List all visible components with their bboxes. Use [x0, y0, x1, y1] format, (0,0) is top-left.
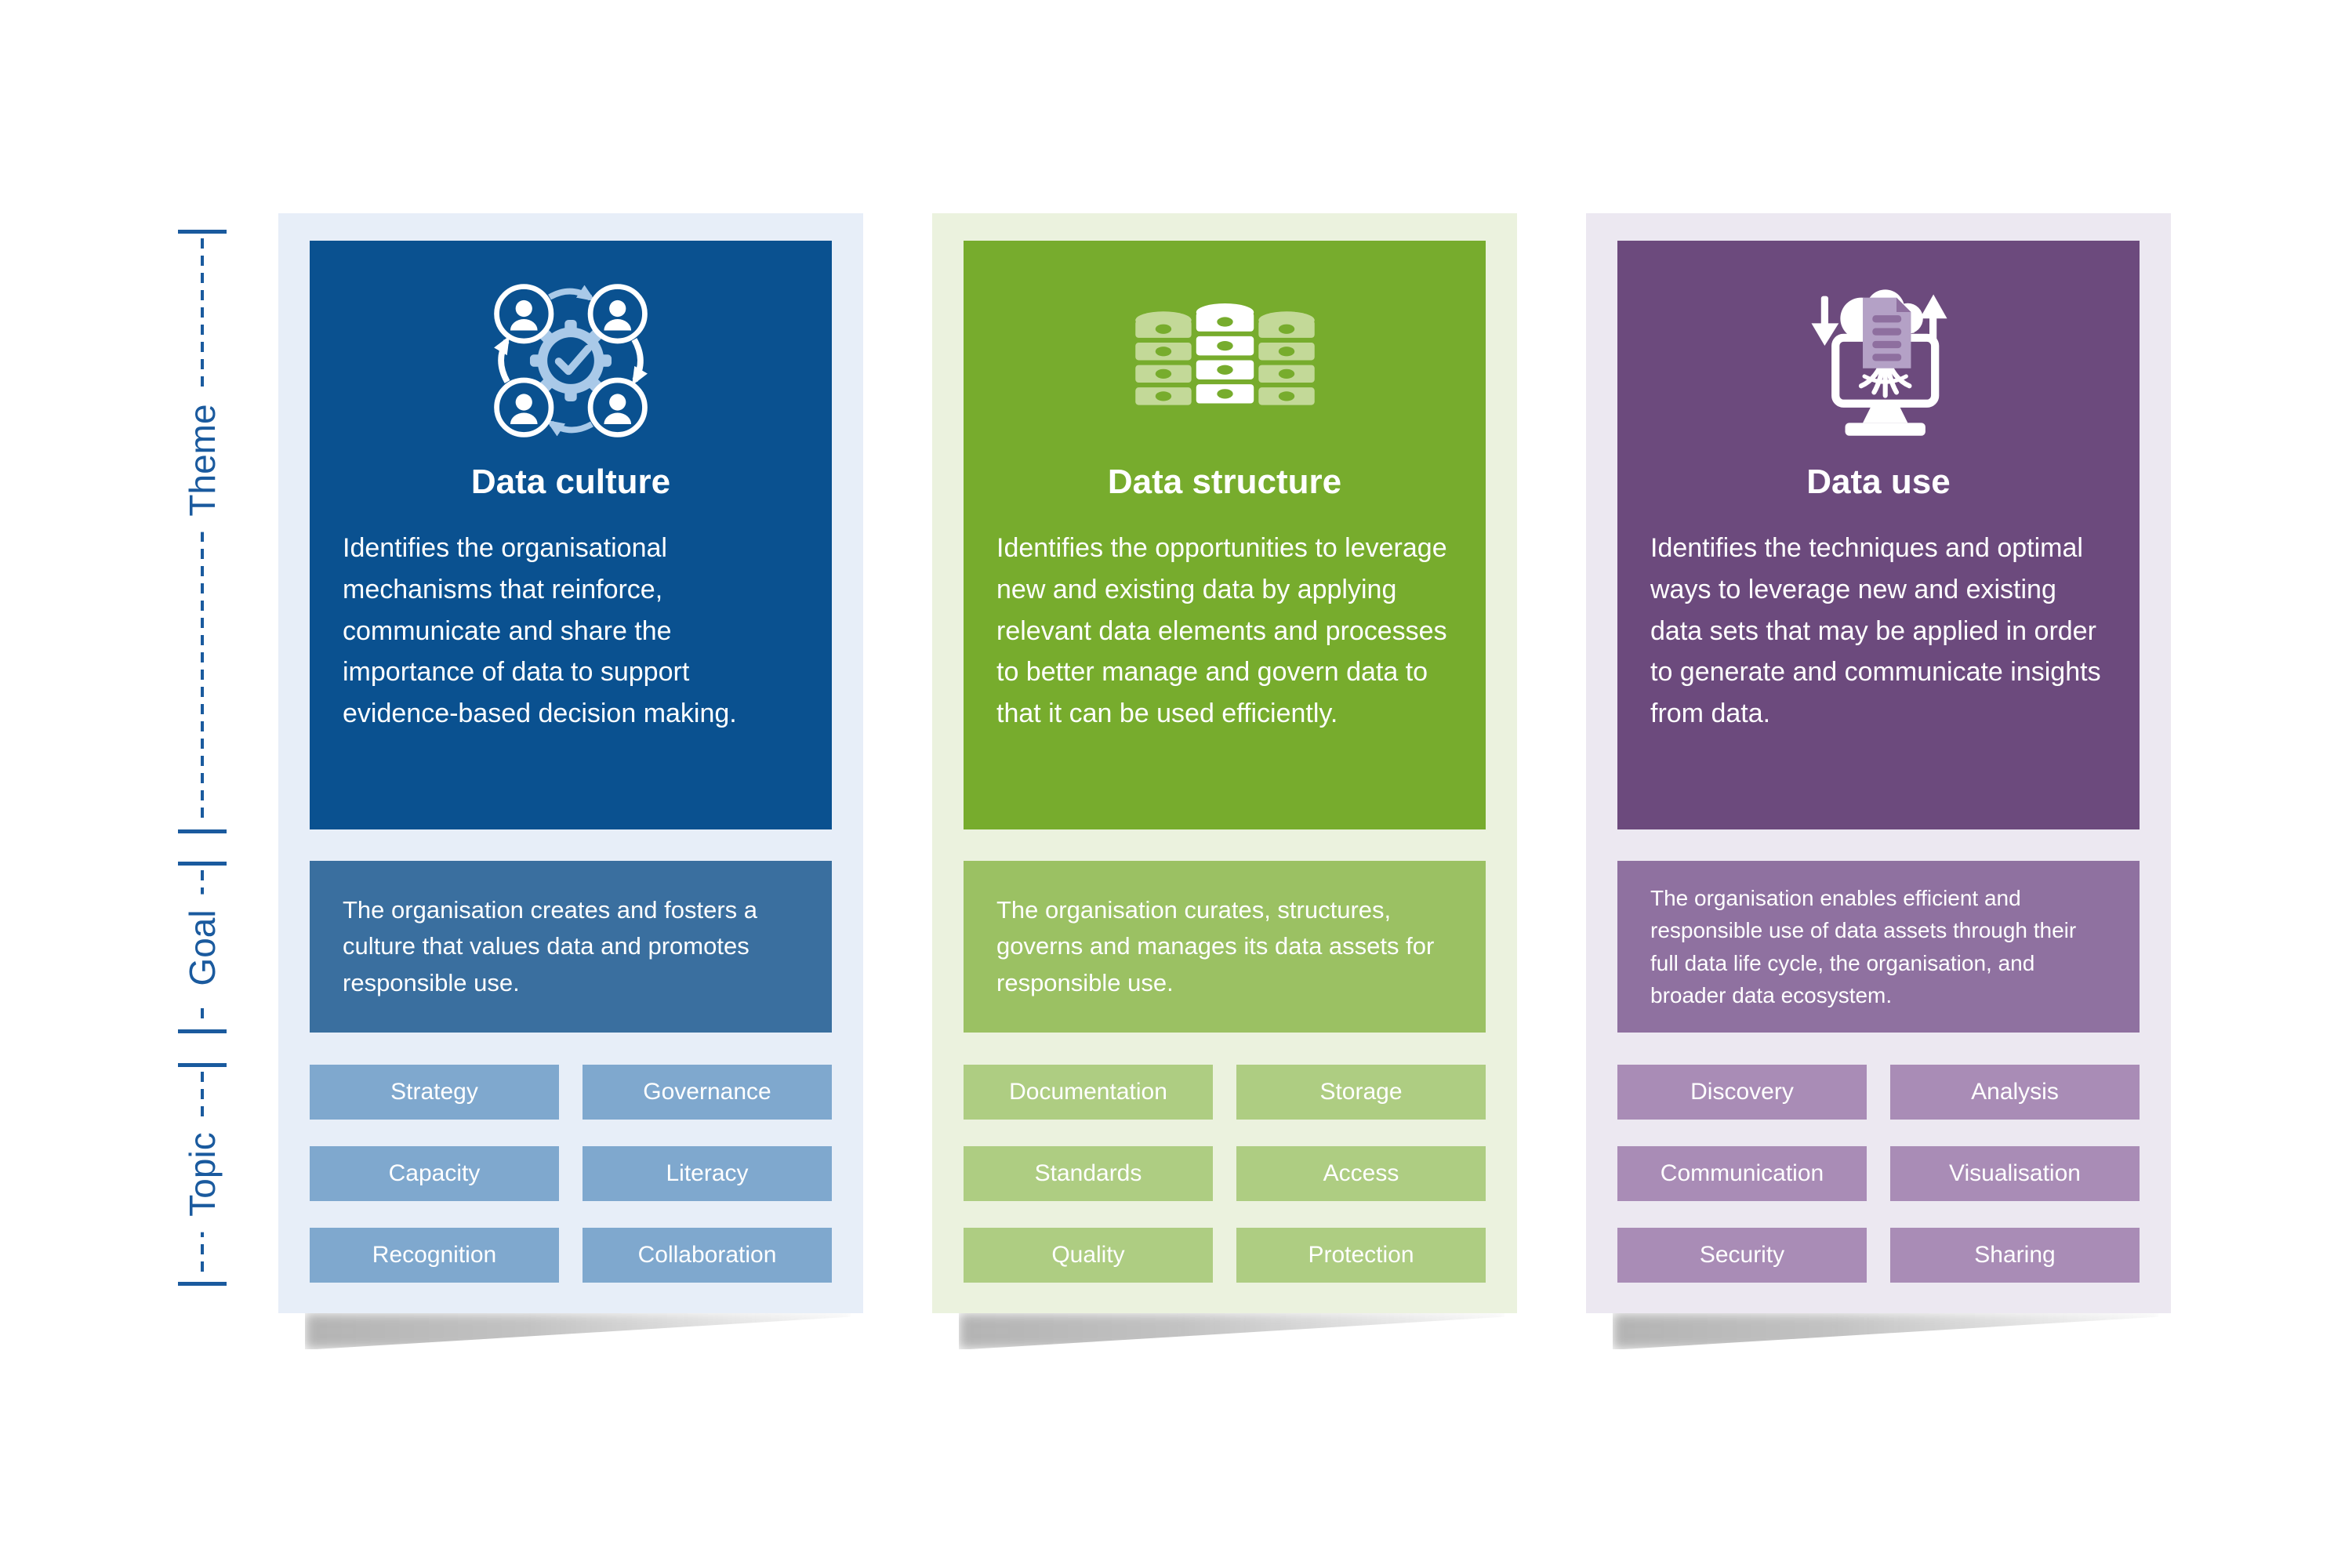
goal-box: The organisation enables efficient and r… [1617, 861, 2140, 1033]
topic-access: Access [1236, 1146, 1486, 1201]
theme-header-data-use: Data use Identifies the techniques and o… [1617, 241, 2140, 829]
monitor-cloud-transfer-icon [1798, 277, 1959, 445]
bracket-section-theme: Theme [178, 230, 227, 833]
card-shadow [959, 1313, 1504, 1349]
goal-text: The organisation curates, structures, go… [996, 895, 1435, 996]
card-shadow [1613, 1313, 2158, 1349]
people-gear-check-icon [488, 277, 654, 445]
topic-collaboration: Collaboration [583, 1228, 832, 1283]
topic-quality: Quality [964, 1228, 1213, 1283]
topic-analysis: Analysis [1890, 1065, 2140, 1120]
topic-grid: Strategy Governance Capacity Literacy Re… [310, 1065, 832, 1283]
bracket-section-topic: Topic [178, 1063, 227, 1286]
goal-text: The organisation creates and fosters a c… [343, 895, 758, 996]
topic-standards: Standards [964, 1146, 1213, 1201]
topic-literacy: Literacy [583, 1146, 832, 1201]
bracket-label-topic: Topic [178, 1116, 227, 1232]
topic-documentation: Documentation [964, 1065, 1213, 1120]
goal-box: The organisation curates, structures, go… [964, 861, 1486, 1033]
topic-visualisation: Visualisation [1890, 1146, 2140, 1201]
card-title: Data use [1806, 463, 1951, 501]
card-title: Data culture [470, 463, 671, 501]
card-description: Identifies the techniques and optimal wa… [1650, 533, 2101, 729]
card-description: Identifies the opportunities to leverage… [996, 533, 1447, 729]
card-data-use: Data use Identifies the techniques and o… [1586, 213, 2171, 1349]
card-title: Data structure [1107, 463, 1342, 501]
bracket-label-theme: Theme [178, 388, 227, 532]
topic-grid: Documentation Storage Standards Access Q… [964, 1065, 1486, 1283]
topic-communication: Communication [1617, 1146, 1867, 1201]
bracket-section-goal: Goal [178, 862, 227, 1033]
theme-header-data-structure: Data structure Identifies the opportunit… [964, 241, 1486, 829]
topic-recognition: Recognition [310, 1228, 559, 1283]
topic-storage: Storage [1236, 1065, 1486, 1120]
theme-header-data-culture: Data culture Identifies the organisation… [310, 241, 832, 829]
topic-strategy: Strategy [310, 1065, 559, 1120]
topic-sharing: Sharing [1890, 1228, 2140, 1283]
goal-text: The organisation enables efficient and r… [1650, 885, 2077, 1007]
card-data-culture: Data culture Identifies the organisation… [278, 213, 863, 1349]
bracket-label-goal: Goal [178, 893, 227, 1002]
topic-capacity: Capacity [310, 1146, 559, 1201]
topic-protection: Protection [1236, 1228, 1486, 1283]
goal-box: The organisation creates and fosters a c… [310, 861, 832, 1033]
card-data-structure: Data structure Identifies the opportunit… [932, 213, 1517, 1349]
topic-grid: Discovery Analysis Communication Visuali… [1617, 1065, 2140, 1283]
topic-discovery: Discovery [1617, 1065, 1867, 1120]
topic-security: Security [1617, 1228, 1867, 1283]
card-description: Identifies the organisational mechanisms… [343, 533, 737, 729]
topic-governance: Governance [583, 1065, 832, 1120]
database-stacks-icon [1129, 277, 1321, 445]
card-shadow [305, 1313, 851, 1349]
